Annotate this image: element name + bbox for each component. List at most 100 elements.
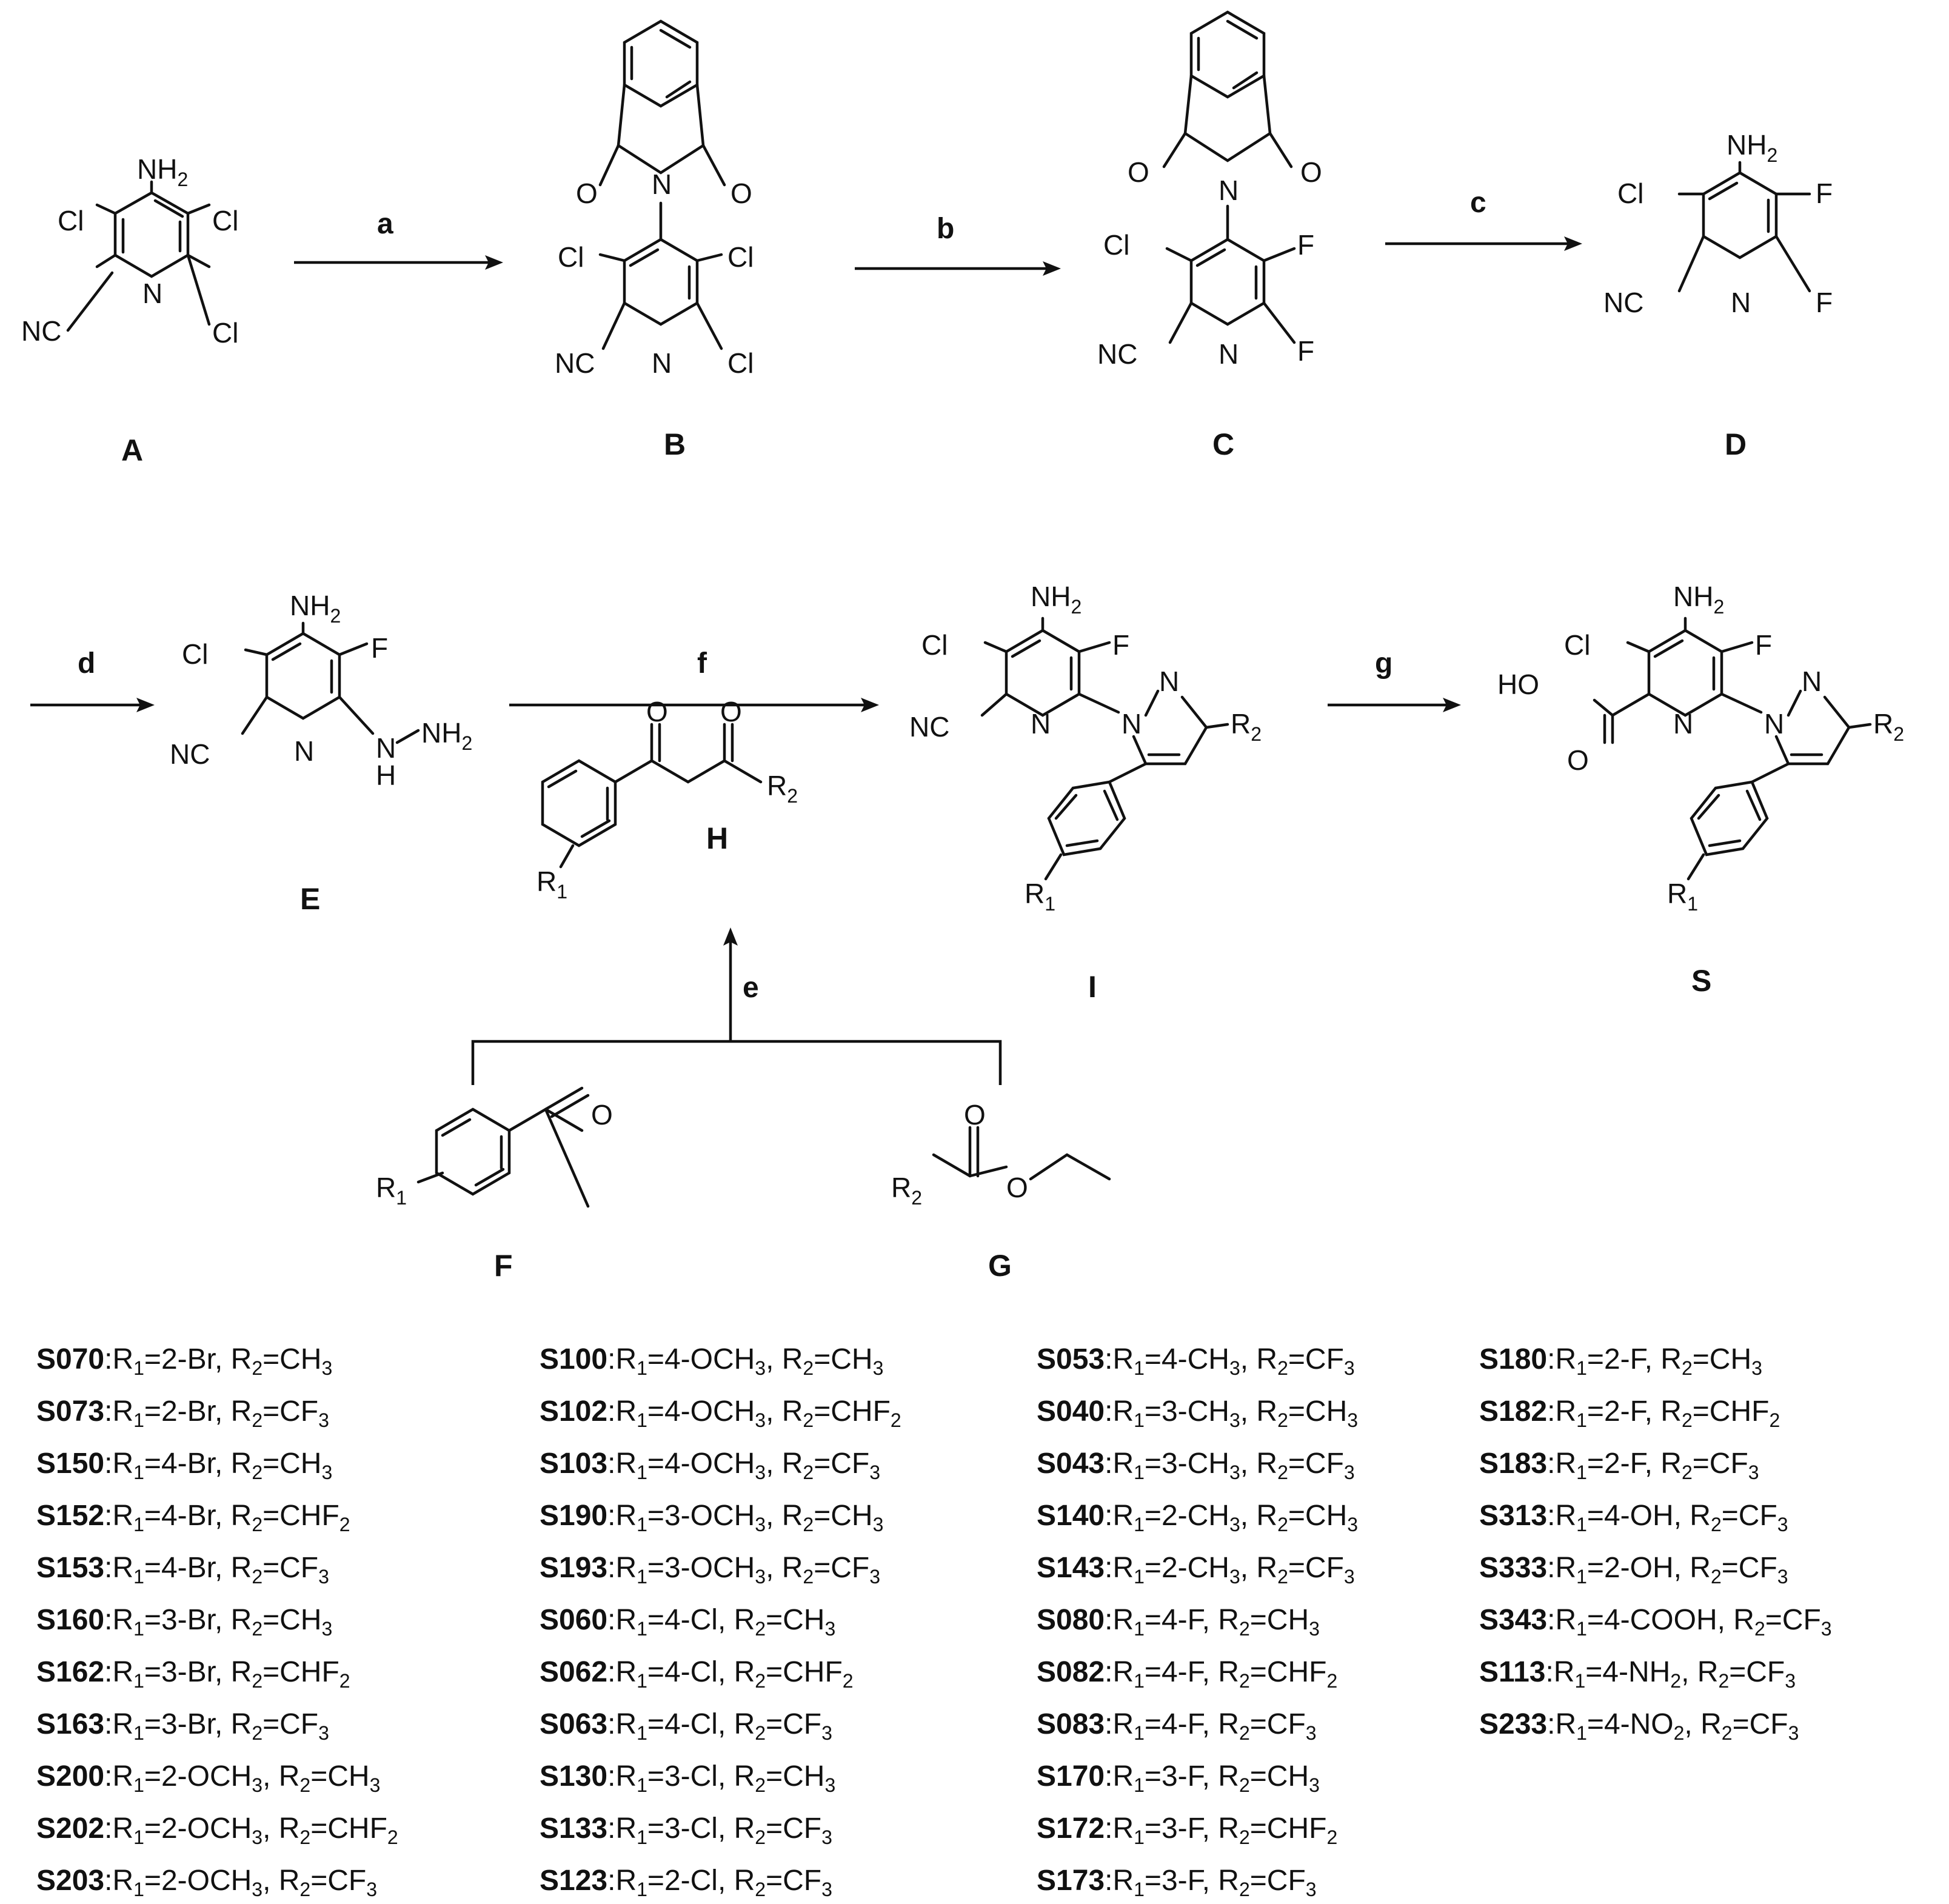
compound-entry: S150:R1=4-Br, R2=CH3 [36,1448,333,1483]
compound-id: S162 [36,1656,105,1688]
compound-entry: S172:R1=3-F, R2=CHF2 [1037,1812,1338,1848]
compound-entry: S083:R1=4-F, R2=CF3 [1037,1708,1317,1744]
compound-id: S060 [540,1604,608,1636]
step-label-c: c [1470,187,1486,219]
compound-label-c: C [1212,427,1234,461]
hydrazine-label: N [376,732,396,764]
compound-entry: S343:R1=4-COOH, R2=CF3 [1479,1604,1832,1640]
compound-entry: S193:R1=3-OCH3, R2=CF3 [540,1552,881,1588]
nitrile-label: NC [1097,338,1137,370]
compound-entry: S313:R1=4-OH, R2=CF3 [1479,1500,1788,1535]
imide-nitrogen-label: N [1219,175,1239,206]
compound-id: S180 [1479,1343,1548,1375]
chloro-label: Cl [727,241,754,273]
compound-id: S080 [1037,1604,1105,1636]
compound-id: S153 [36,1552,105,1584]
amine-label: NH2 [1031,581,1081,618]
compound-entry: S143:R1=2-CH3, R2=CF3 [1037,1552,1355,1588]
amine-label: NH2 [1727,129,1777,166]
compound-entry: S043:R1=3-CH3, R2=CF3 [1037,1448,1355,1483]
compound-id: S190 [540,1500,608,1532]
ring-nitrogen-label: N [652,347,672,379]
compound-label-s: S [1691,964,1711,998]
compound-entry: S073:R1=2-Br, R2=CF3 [36,1395,329,1431]
chloro-label: Cl [212,205,238,236]
compound-id: S183 [1479,1448,1548,1480]
molecule-s: NH2 Cl F HO O N N N R2 R1 S [1497,581,1904,998]
compound-id: S343 [1479,1604,1548,1636]
fluoro-label: F [1297,229,1314,261]
compound-entry: S160:R1=3-Br, R2=CH3 [36,1604,333,1640]
pyrazole-n2-label: N [1802,666,1822,697]
compound-entry: S180:R1=2-F, R2=CH3 [1479,1343,1762,1379]
compound-id: S182 [1479,1395,1548,1428]
molecule-h: O O R2 R1 H [537,696,798,903]
compound-entry: S080:R1=4-F, R2=CH3 [1037,1604,1320,1640]
compound-id: S173 [1037,1865,1105,1897]
step-label-b: b [937,213,954,245]
compound-id: S133 [540,1812,608,1845]
compound-id: S040 [1037,1395,1105,1428]
compound-entry: S113:R1=4-NH2, R2=CF3 [1479,1656,1796,1692]
nitrile-label: NC [21,315,61,347]
step-label-g: g [1375,647,1392,680]
compound-entry: S173:R1=3-F, R2=CF3 [1037,1865,1317,1900]
molecule-c: O O N Cl F NC N F C [1097,10,1322,461]
fluoro-label: F [1816,178,1833,209]
chloro-label: Cl [1617,178,1643,209]
compound-label-f: F [494,1249,513,1283]
compound-id: S143 [1037,1552,1105,1584]
ring-nitrogen-label: N [142,278,162,309]
compound-id: S100 [540,1343,608,1375]
nitrile-label: NC [1603,287,1643,318]
compound-id: S102 [540,1395,608,1428]
oxygen-label: O [1567,744,1589,776]
fluoro-label: F [1297,335,1314,367]
compound-entry: S190:R1=3-OCH3, R2=CH3 [540,1500,884,1535]
compound-entry: S062:R1=4-Cl, R2=CHF2 [540,1656,854,1692]
fluoro-label: F [1816,287,1833,318]
compound-id: S200 [36,1760,105,1792]
oxygen-label: O [730,178,752,209]
r2-label: R2 [1873,708,1904,745]
compound-id: S203 [36,1865,105,1897]
molecule-i: NH2 Cl F NC N N N R2 R1 I [909,581,1262,1004]
compound-id: S113 [1479,1656,1546,1688]
step-arrow-f: f [509,647,879,712]
pyrazole-n2-label: N [1159,666,1179,697]
amine-label: NH2 [421,717,472,754]
step-arrow-e: e [471,927,1002,1085]
pyrazole-n1-label: N [1122,708,1142,740]
step-arrow-c: c [1385,187,1582,251]
compound-entry: S053:R1=4-CH3, R2=CF3 [1037,1343,1355,1379]
molecule-f: O R1 F [376,1086,613,1283]
compound-entry: S123:R1=2-Cl, R2=CF3 [540,1865,832,1900]
chloro-label: Cl [212,317,238,349]
ring-nitrogen-label: N [1219,338,1239,370]
compound-entry: S040:R1=3-CH3, R2=CH3 [1037,1395,1359,1431]
compound-label-g: G [988,1249,1012,1283]
compound-id: S140 [1037,1500,1105,1532]
compound-id: S083 [1037,1708,1105,1740]
compound-entry: S153:R1=4-Br, R2=CF3 [36,1552,329,1588]
oxygen-label: O [1128,156,1149,188]
ring-nitrogen-label: N [294,735,314,767]
nitrile-label: NC [909,711,949,743]
compound-id: S063 [540,1708,608,1740]
oxygen-label: O [576,178,598,209]
step-label-d: d [78,647,95,680]
compound-entry: S333:R1=2-OH, R2=CF3 [1479,1552,1788,1588]
compound-id: S062 [540,1656,608,1688]
compound-entry: S102:R1=4-OCH3, R2=CHF2 [540,1395,901,1431]
compound-id: S163 [36,1708,105,1740]
fluoro-label: F [371,632,388,664]
compound-id: S202 [36,1812,105,1845]
amine-label: NH2 [290,590,341,627]
hydroxyl-label: HO [1497,669,1539,700]
nitrile-label: NC [555,347,595,379]
